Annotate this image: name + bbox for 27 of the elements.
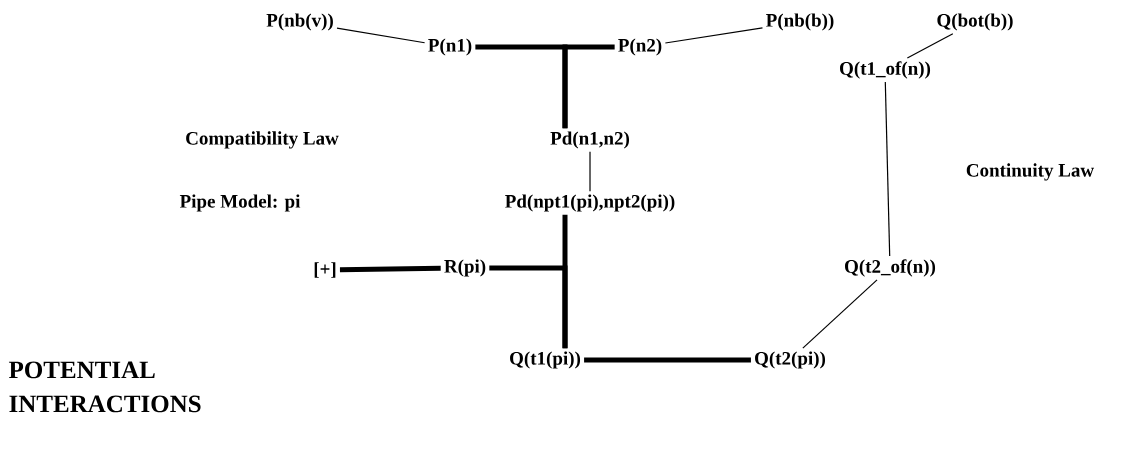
law-label: Compatibility Law bbox=[186, 131, 339, 149]
law-label: POTENTIAL INTERACTIONS bbox=[8, 361, 201, 413]
term-label: Pd(npt1(pi),npt2(pi)) bbox=[505, 194, 675, 212]
term-label: Q(t1_of(n)) bbox=[840, 61, 931, 79]
term-label: [+] bbox=[314, 262, 336, 278]
term-label: R(pi) bbox=[444, 259, 486, 277]
term-label: Pd(n1,n2) bbox=[550, 131, 629, 149]
connector-line bbox=[489, 265, 568, 349]
connector-line bbox=[906, 33, 954, 59]
term-label: P(n2) bbox=[618, 38, 662, 56]
term-label: P(nb(v)) bbox=[266, 13, 333, 31]
connector-line bbox=[802, 279, 878, 349]
connector-line bbox=[339, 265, 441, 273]
connector-line bbox=[589, 151, 591, 192]
term-label: Q(t1(pi)) bbox=[510, 351, 581, 369]
term-label: P(nb(b)) bbox=[766, 13, 834, 31]
term-label: P(n1) bbox=[428, 38, 472, 56]
term-label: Q(t2(pi)) bbox=[755, 351, 826, 369]
connector-line bbox=[336, 27, 426, 44]
term-label: Q(bot(b)) bbox=[937, 13, 1013, 31]
connector-line bbox=[664, 27, 764, 44]
law-label: Pipe Model: pi bbox=[179, 194, 301, 212]
connector-line bbox=[584, 357, 751, 363]
connector-line bbox=[562, 44, 615, 129]
connector-line bbox=[884, 81, 891, 257]
term-label: Q(t2_of(n)) bbox=[845, 259, 936, 277]
law-label: Continuity Law bbox=[966, 163, 1094, 181]
